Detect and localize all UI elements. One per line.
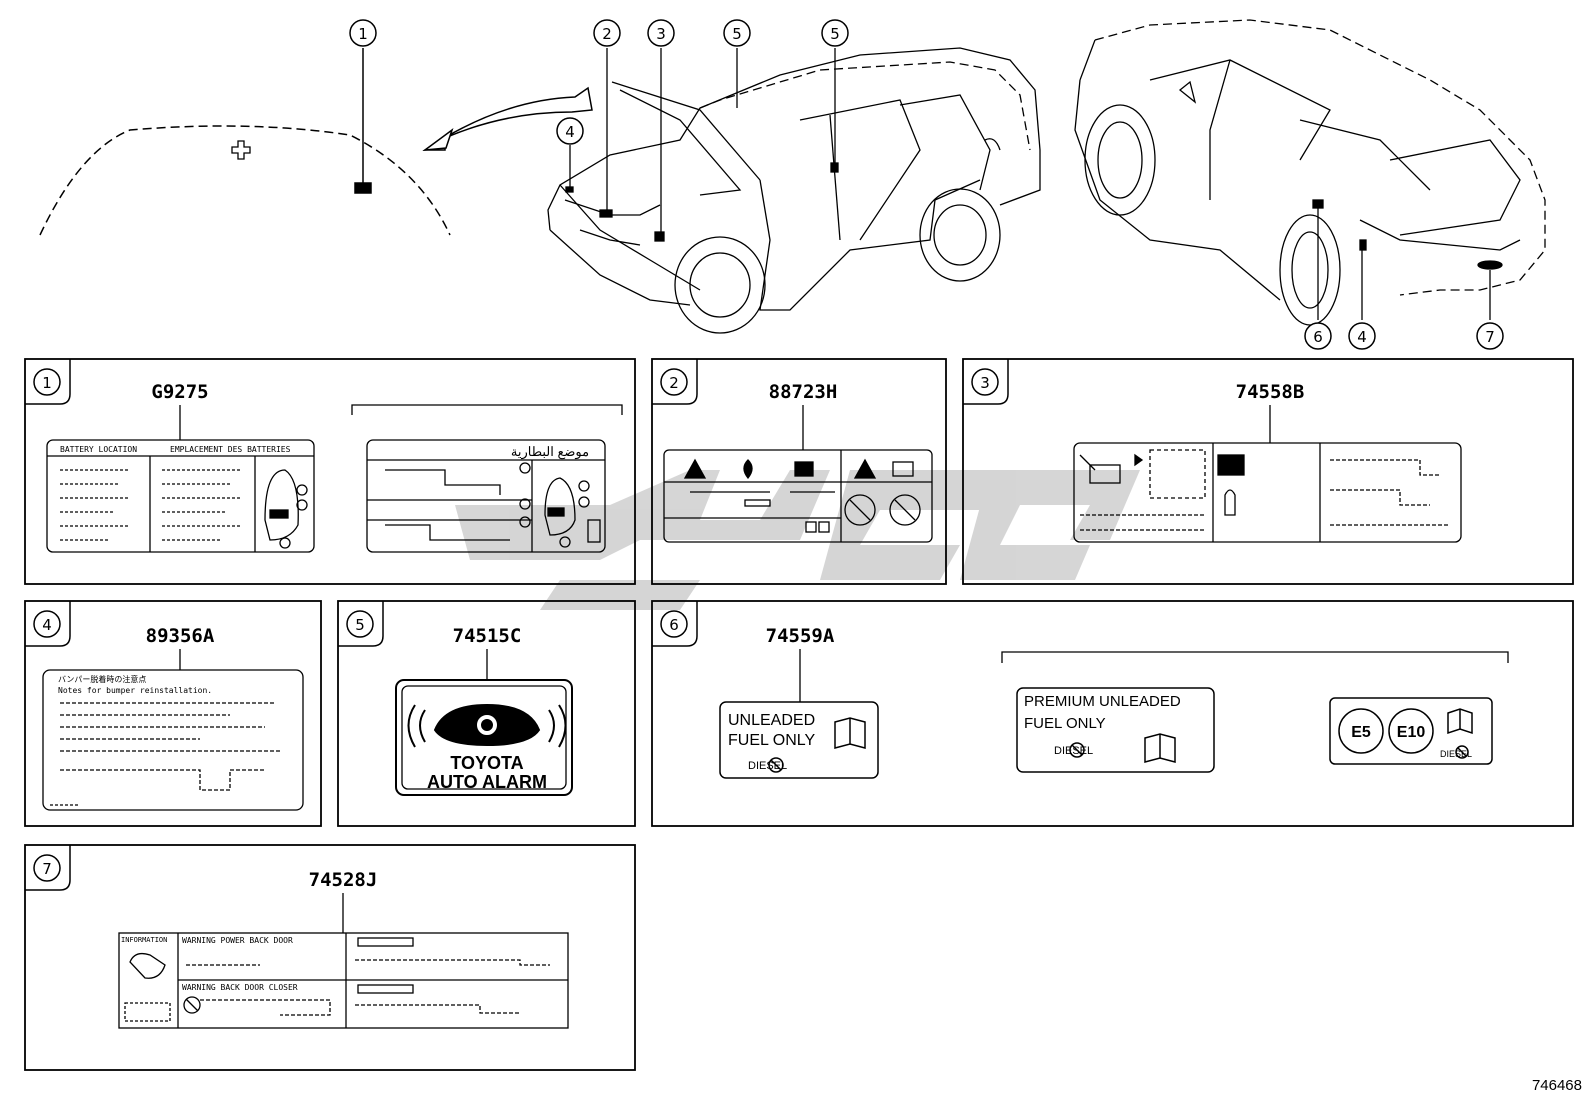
panel-frames [24, 358, 1574, 1071]
fuel-unleaded-diesel: DIESEL [748, 760, 787, 772]
fuel-e10: E10 [1397, 724, 1426, 741]
bumper-en-text: Notes for bumper reinstallation. [58, 686, 212, 695]
fuel-unleaded-line1: UNLEADED [728, 712, 815, 729]
panel-number-circles [33, 368, 999, 882]
fuel-e5: E5 [1351, 724, 1371, 741]
direction-arrow [422, 86, 593, 152]
callout-3: 3 [656, 25, 666, 43]
callout-6: 6 [1313, 328, 1323, 346]
part-number-89356a: 89356A [146, 625, 215, 647]
callouts-top [349, 19, 1504, 350]
alarm-text-auto-alarm: AUTO ALARM [427, 772, 547, 792]
warning-power-back-door: WARNING POWER BACK DOOR [182, 936, 293, 945]
panel-1-number: 1 [42, 374, 52, 392]
auto-alarm-label-74515c [395, 679, 573, 796]
part-number-74515c: 74515C [453, 625, 522, 647]
callout-7: 7 [1485, 328, 1495, 346]
callout-5b: 5 [830, 25, 840, 43]
callout-4: 4 [565, 123, 575, 141]
part-number-88723h: 88723H [769, 381, 838, 403]
car-front-view [547, 47, 1041, 334]
panel-3-number: 3 [980, 374, 990, 392]
part-number-g9275: G9275 [151, 381, 208, 403]
panel-5-number: 5 [355, 616, 365, 634]
panel-7-number: 7 [42, 860, 52, 878]
battery-label-marker [354, 182, 372, 194]
info-label: INFORMATION [121, 936, 167, 944]
callout-1: 1 [358, 25, 368, 43]
back-door-label-74528j [118, 932, 569, 1029]
watermark-logo [455, 470, 1140, 610]
fuel-premium-line2: FUEL ONLY [1024, 715, 1106, 732]
windshield-top-view [39, 48, 451, 236]
fuel-e-diesel: DIESEL [1440, 749, 1472, 759]
part-number-74558b: 74558B [1236, 381, 1305, 403]
battery-location-ar: موضع البطارية [511, 444, 589, 460]
fuel-premium-line1: PREMIUM UNLEADED [1024, 693, 1181, 710]
bumper-jp-text: バンパー脱着時の注意点 [58, 674, 146, 684]
fuel-label-unleaded [719, 701, 879, 779]
battery-location-en: BATTERY LOCATION [60, 445, 137, 454]
part-number-74528j: 74528J [309, 869, 378, 891]
warning-label-74558b [1073, 442, 1462, 543]
bumper-label-89356a [42, 669, 304, 811]
fuel-unleaded-line2: FUEL ONLY [728, 732, 815, 749]
warning-back-door-closer: WARNING BACK DOOR CLOSER [182, 983, 298, 992]
rear-wheel [919, 188, 1001, 282]
battery-location-label [46, 439, 315, 553]
fuel-label-e5-e10 [1329, 697, 1493, 765]
fuel-label-premium [1016, 687, 1215, 773]
part-number-74559a: 74559A [766, 625, 835, 647]
callout-5: 5 [732, 25, 742, 43]
panel-6-number: 6 [669, 616, 679, 634]
panel-2-number: 2 [669, 374, 679, 392]
panel-4-number: 4 [42, 616, 52, 634]
battery-location-label-arabic [366, 439, 606, 553]
panel-tabs [25, 359, 1009, 891]
car-rear-view [1074, 19, 1546, 326]
callout-2: 2 [602, 25, 612, 43]
diagram-id: 746468 [1532, 1077, 1582, 1094]
callout-4b: 4 [1357, 328, 1367, 346]
fuel-premium-diesel: DIESEL [1054, 745, 1093, 757]
front-wheel [674, 236, 766, 334]
battery-location-fr: EMPLACEMENT DES BATTERIES [170, 445, 291, 454]
warning-label-88723h [663, 449, 933, 543]
rear-left-wheel [1084, 104, 1156, 216]
alarm-text-toyota: TOYOTA [450, 753, 523, 773]
